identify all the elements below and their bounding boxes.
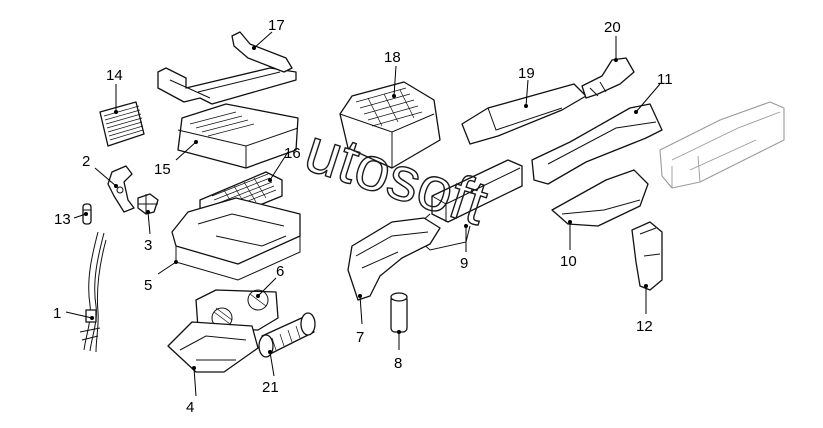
part-18-evaporator-case [339, 81, 441, 169]
callout-17: 17 [268, 17, 285, 34]
part-10-diffuser [551, 169, 649, 227]
part-1-cable-rods [79, 231, 107, 353]
part-12-grip-duct [631, 221, 663, 291]
callout-21: 21 [262, 379, 279, 396]
callout-13: 13 [54, 211, 71, 228]
callout-18: 18 [384, 49, 401, 66]
callout-10: 10 [560, 253, 577, 270]
part-3-clip [137, 193, 159, 215]
leader-lines [65, 31, 661, 397]
callout-5: 5 [144, 277, 152, 294]
callout-15: 15 [154, 161, 171, 178]
part-20-nozzle [581, 57, 635, 99]
callout-9: 9 [460, 255, 468, 272]
part-14-filter [99, 101, 145, 147]
callout-6: 6 [276, 263, 284, 280]
callout-14: 14 [106, 67, 123, 84]
callout-19: 19 [518, 65, 535, 82]
callout-numbers: 1 2 3 4 5 6 7 8 9 10 11 12 13 14 15 16 1… [53, 17, 673, 416]
part-5-lower-case [171, 197, 301, 281]
callout-7: 7 [356, 329, 364, 346]
part-8-pipe [390, 292, 408, 333]
part-7-elbow-duct [347, 217, 441, 301]
callout-16: 16 [284, 145, 301, 162]
callout-1: 1 [53, 305, 61, 322]
callout-11: 11 [657, 71, 673, 88]
callout-20: 20 [604, 19, 621, 36]
callout-8: 8 [394, 355, 402, 372]
part-17-frame [157, 31, 297, 105]
callout-3: 3 [144, 237, 152, 254]
part-15-housing [177, 103, 299, 169]
callout-12: 12 [636, 318, 653, 335]
part-4-base [167, 321, 259, 373]
part-2-bracket [107, 165, 135, 213]
ghost-duct-assembly [659, 101, 785, 189]
callout-2: 2 [82, 153, 90, 170]
part-19-duct [461, 83, 587, 145]
part-11-long-duct [531, 103, 663, 185]
callout-4: 4 [186, 399, 194, 416]
